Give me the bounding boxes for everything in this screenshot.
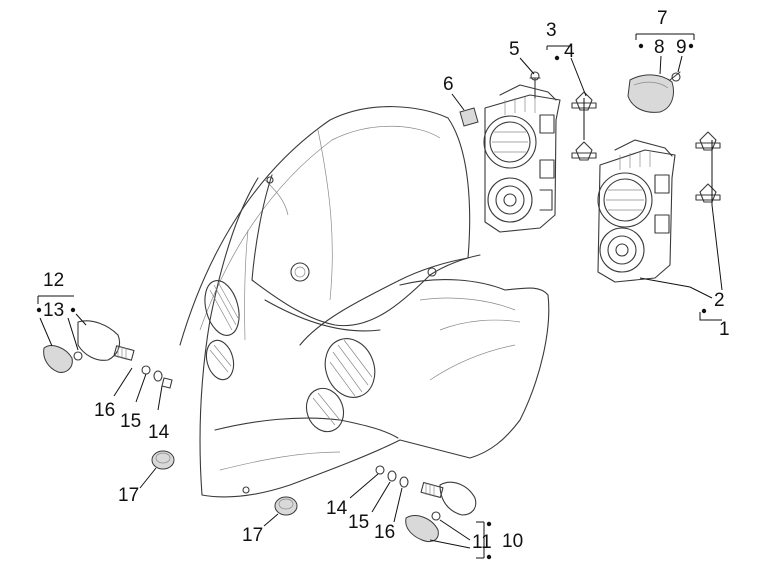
- turn-signal-lens-right: [405, 515, 439, 543]
- bolt-5: [529, 71, 541, 99]
- callout-15-right: 15: [348, 512, 369, 533]
- bulb-4-lower: [571, 141, 597, 161]
- callout-9: 9: [676, 37, 687, 58]
- callout-14-right: 14: [326, 498, 348, 519]
- bulb-13-left: [73, 351, 83, 361]
- callout-14-left: 14: [148, 422, 170, 443]
- clip-6: [459, 107, 479, 127]
- callout-labels: 1 2 3 4 5 6 7 8 9 10 11 12 13 14 15 16 1…: [43, 8, 730, 553]
- washers-left: [141, 365, 173, 389]
- leader-lines: [37, 33, 723, 559]
- turn-signal-right: [420, 481, 477, 516]
- callout-4: 4: [564, 41, 575, 62]
- callout-16-left: 16: [94, 400, 115, 421]
- bulb-2-lower: [695, 183, 721, 203]
- callout-16-right: 16: [374, 522, 395, 543]
- callout-15-left: 15: [120, 411, 141, 432]
- cap-17-left: [151, 450, 175, 470]
- headlight-unit-right: [597, 139, 676, 283]
- cap-17-center: [274, 496, 298, 516]
- callout-12: 12: [43, 270, 64, 291]
- callout-7: 7: [657, 8, 668, 29]
- callout-13: 13: [43, 300, 64, 321]
- bulb-2-upper: [695, 131, 721, 151]
- turn-signal-left: [77, 320, 135, 361]
- bracket-dots: [36, 43, 707, 560]
- position-lamp-lens-8: [627, 74, 674, 113]
- turn-signal-lens-left: [43, 345, 73, 373]
- bulb-9: [669, 71, 681, 82]
- callout-17-center: 17: [242, 525, 263, 546]
- callout-8: 8: [654, 37, 665, 58]
- callout-6: 6: [443, 74, 454, 95]
- callout-5: 5: [509, 39, 520, 60]
- callout-11: 11: [472, 532, 492, 553]
- callout-1: 1: [719, 319, 730, 340]
- front-fairing-assembly: [179, 106, 550, 498]
- headlight-unit-left: [483, 84, 561, 233]
- callout-17-left: 17: [118, 485, 139, 506]
- callout-2: 2: [714, 290, 725, 311]
- callout-10: 10: [502, 531, 523, 552]
- callout-3: 3: [546, 20, 557, 41]
- washers-right: [375, 465, 409, 488]
- bulb-11-right: [431, 511, 441, 521]
